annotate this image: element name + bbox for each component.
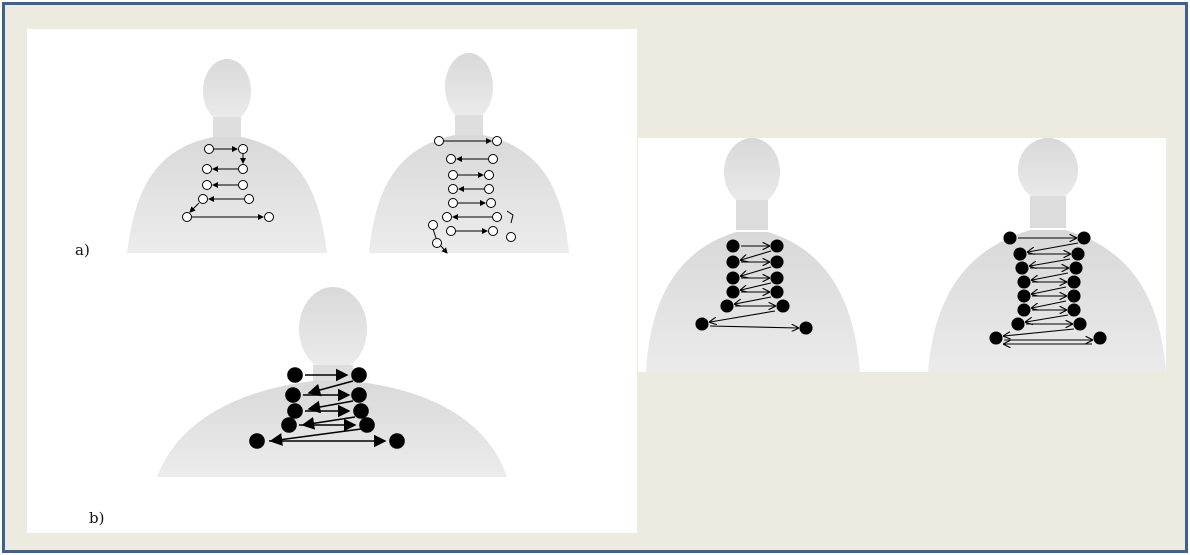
right-panel — [638, 138, 1166, 372]
torso-front-right — [646, 138, 860, 372]
label-b: b) — [89, 509, 104, 527]
torso-back-right — [928, 138, 1166, 372]
torso-front-b — [157, 287, 507, 477]
torso-front-a — [127, 59, 327, 253]
right-panel-svg — [638, 138, 1166, 372]
left-panel: a) — [27, 29, 637, 533]
torso-back-a — [369, 53, 569, 253]
label-a: a) — [75, 241, 90, 259]
left-panel-svg: a) — [27, 29, 637, 533]
